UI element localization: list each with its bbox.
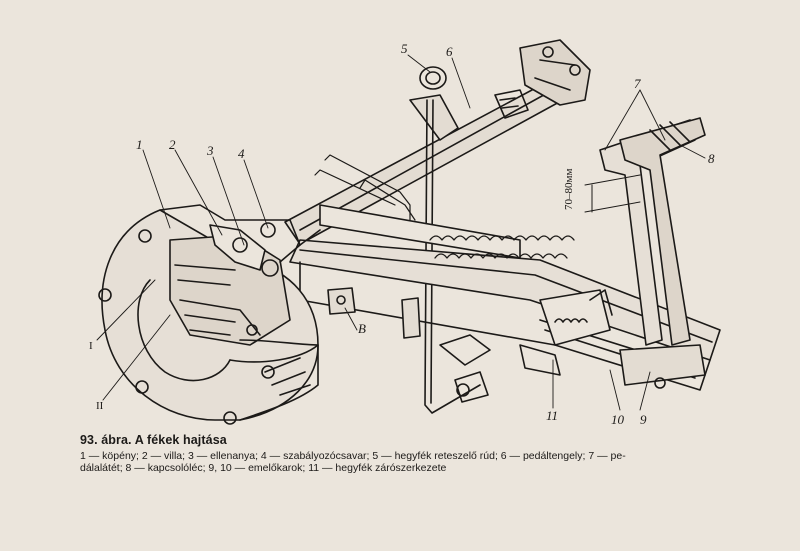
pedal-shaft [284,39,591,245]
brake-drum [98,204,321,425]
frame-brackets [327,287,491,403]
hook-wires [314,154,416,221]
callout-11: 11 [546,408,558,423]
figure-title: 93. ábra. A fékek hajtása [80,433,227,447]
return-springs [429,235,575,259]
callout-1: 1 [136,137,143,152]
callout-8: 8 [708,151,715,166]
callout-II: II [96,400,104,412]
legend-line: dálalátét; 8 — kapcsolóléc; 9, 10 — emel… [80,462,447,474]
callout-2: 2 [169,137,176,152]
callout-6: 6 [446,44,453,59]
callout-B: B [358,321,366,336]
figure-legend: 1 — köpény; 2 — villa; 3 — ellenanya; 4 … [80,450,702,474]
callout-5: 5 [401,41,408,56]
dimension-mark: 70–80мм [563,169,641,213]
callout-labels: 1 2 3 4 5 6 7 8 9 10 11 B I II [89,41,715,427]
callout-7: 7 [634,76,641,91]
dimension-label: 70–80мм [563,169,575,210]
callout-10: 10 [611,412,625,427]
callout-4: 4 [238,146,245,161]
lock-rod [409,66,481,414]
callout-9: 9 [640,412,647,427]
legend-line: 1 — köpény; 2 — villa; 3 — ellenanya; 4 … [80,450,626,462]
callout-3: 3 [206,143,214,158]
brake-linkage-drawing: 70–80мм [89,39,721,427]
callout-I: I [89,340,93,352]
hill-brake-lock [519,289,613,376]
brake-pedals [599,117,706,389]
leader-lines [96,54,706,411]
